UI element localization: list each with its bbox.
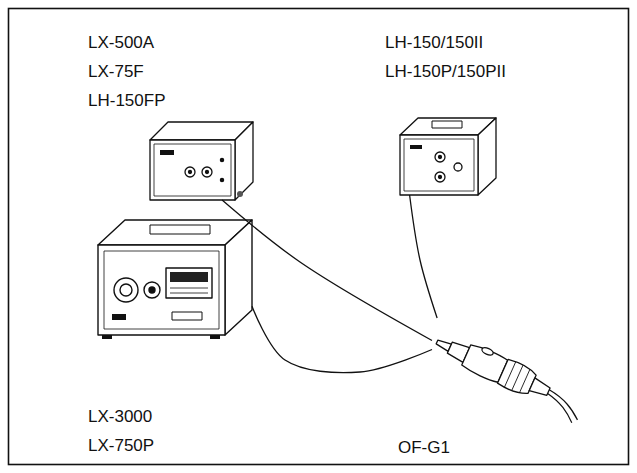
handpiece bbox=[429, 328, 589, 424]
control-unit: LH-150/150IILH-150P/150PII bbox=[400, 118, 496, 195]
model-name: LX-500A bbox=[88, 28, 165, 57]
model-label-group: LX-500ALX-75FLH-150FP bbox=[88, 28, 165, 115]
model-name: LH-150P/150PII bbox=[385, 57, 506, 86]
handpiece-unit: OF-G1 bbox=[432, 318, 560, 393]
model-label-group: LX-3000LX-750P bbox=[88, 402, 154, 460]
model-label-group: LH-150/150IILH-150P/150PII bbox=[385, 28, 506, 86]
model-label-group: OF-G1 bbox=[398, 433, 450, 462]
frame-border bbox=[9, 9, 629, 465]
model-name: LX-3000 bbox=[88, 402, 154, 431]
control-unit: LX-3000LX-750P bbox=[98, 220, 252, 335]
cable bbox=[222, 200, 432, 341]
model-name: LX-75F bbox=[88, 57, 165, 86]
model-name: LH-150/150II bbox=[385, 28, 506, 57]
model-name: LH-150FP bbox=[88, 86, 165, 115]
model-name: LX-750P bbox=[88, 431, 154, 460]
cable bbox=[252, 306, 432, 372]
control-unit bbox=[98, 220, 252, 339]
control-unit bbox=[150, 122, 253, 200]
model-name: OF-G1 bbox=[398, 433, 450, 462]
control-unit bbox=[400, 118, 496, 195]
cable bbox=[410, 195, 438, 318]
control-unit: LX-500ALX-75FLH-150FP bbox=[150, 122, 253, 200]
